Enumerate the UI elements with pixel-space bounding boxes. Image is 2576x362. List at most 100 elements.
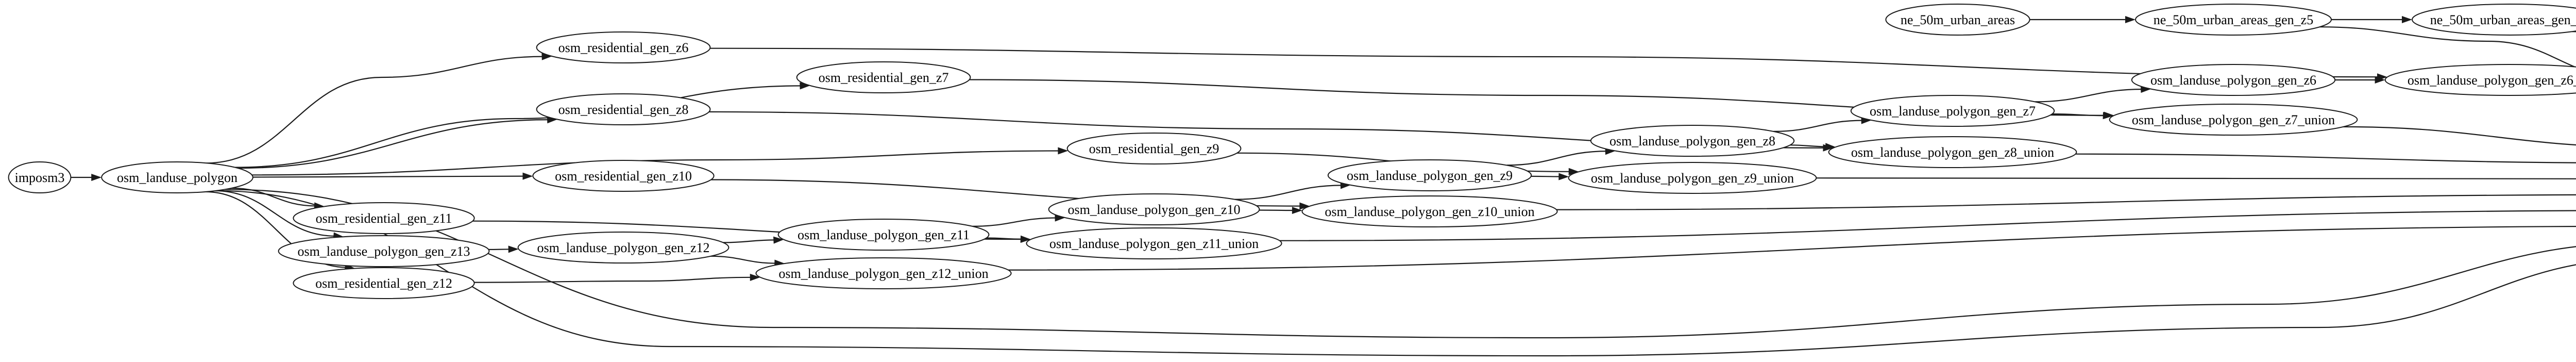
node-label-ne_50m_urban_areas: ne_50m_urban_areas [1901, 12, 2015, 27]
node-label-osm_landuse_polygon_gen_z12: osm_landuse_polygon_gen_z12 [537, 240, 709, 255]
node-label-osm_landuse_polygon_gen_z7: osm_landuse_polygon_gen_z7 [1870, 104, 2036, 119]
node-osm_residential_gen_z11 [293, 202, 475, 234]
node-osm_landuse_polygon_gen_z11 [777, 219, 990, 251]
node-osm_landuse_polygon_gen_z11_union [1026, 227, 1282, 259]
arrowhead-icon [1299, 202, 1310, 210]
edge-osm_landuse_polygon-to-osm_residential_gen_z10 [252, 175, 525, 178]
arrowhead-icon [522, 172, 533, 180]
arrowhead-icon [2402, 16, 2412, 23]
edge-ne_50m_urban_areas_gen_z5-to-layer_landuse-z5 [2319, 26, 2576, 68]
node-osm_landuse_polygon_gen_z13 [278, 235, 490, 267]
node-osm_landuse_polygon_gen_z9_union [1568, 162, 1817, 194]
node-osm_residential_gen_z6 [536, 31, 711, 63]
edge-osm_landuse_polygon_gen_z9-to-osm_landuse_polygon_gen_z8 [1506, 151, 1607, 166]
edge-osm_landuse_polygon_gen_z10_union-to-layer_landuse-z10 [1556, 194, 2576, 210]
node-osm_landuse_polygon_gen_z12 [517, 232, 730, 264]
arrowhead-icon [750, 273, 760, 281]
arrowhead-icon [2125, 16, 2136, 23]
node-ne_50m_urban_areas [1885, 4, 2030, 36]
node-osm_residential_gen_z12 [293, 267, 475, 299]
node-label-osm_landuse_polygon_gen_z7_union: osm_landuse_polygon_gen_z7_union [2132, 112, 2335, 127]
edge-osm_residential_gen_z6-to-osm_landuse_polygon_gen_z6_union [710, 47, 2379, 78]
edge-osm_landuse_polygon-to-layer_landuse-z13 [225, 189, 2576, 339]
node-label-osm_residential_gen_z8: osm_residential_gen_z8 [558, 102, 689, 117]
node-osm_residential_gen_z7 [796, 61, 971, 93]
node-osm_residential_gen_z8 [536, 93, 711, 125]
node-label-osm_landuse_polygon_gen_z10: osm_landuse_polygon_gen_z10 [1067, 202, 1240, 217]
arrowhead-icon [1292, 207, 1302, 215]
node-osm_landuse_polygon_gen_z12_union [755, 257, 1012, 289]
edge-osm_residential_gen_z12-to-osm_landuse_polygon_gen_z12_union [474, 276, 752, 283]
edge-osm_landuse_polygon-to-osm_residential_gen_z9 [251, 150, 1060, 176]
node-osm_landuse_polygon_gen_z6 [2131, 64, 2336, 96]
arrowhead-icon [1020, 236, 1031, 243]
node-osm_landuse_polygon_gen_z8_union [1828, 136, 2077, 168]
node-label-ne_50m_urban_areas_gen_z5: ne_50m_urban_areas_gen_z5 [2154, 12, 2313, 27]
node-label-osm_landuse_polygon_gen_z10_union: osm_landuse_polygon_gen_z10_union [1325, 204, 1534, 219]
edge-osm_landuse_polygon_gen_z8_union-to-layer_landuse-z8 [2075, 153, 2576, 163]
node-label-osm_residential_gen_z9: osm_residential_gen_z9 [1089, 141, 1219, 156]
edge-osm_landuse_polygon_gen_z11-to-osm_landuse_polygon_gen_z10 [972, 217, 1057, 227]
arrowhead-icon [1558, 173, 1569, 180]
edge-osm_landuse_polygon_gen_z7-to-osm_landuse_polygon_gen_z6 [2035, 88, 2143, 103]
node-osm_residential_gen_z10 [532, 160, 715, 192]
arrowhead-icon [800, 82, 810, 90]
node-imposm3 [8, 161, 72, 193]
node-osm_landuse_polygon_gen_z6_union [2384, 64, 2576, 96]
node-label-osm_landuse_polygon_gen_z9: osm_landuse_polygon_gen_z9 [1347, 168, 1513, 183]
node-osm_landuse_polygon_gen_z7 [1850, 95, 2055, 127]
arrowhead-icon [541, 53, 552, 60]
node-label-osm_landuse_polygon_gen_z11_union: osm_landuse_polygon_gen_z11_union [1049, 236, 1259, 251]
node-label-osm_landuse_polygon_gen_z12_union: osm_landuse_polygon_gen_z12_union [778, 266, 988, 281]
arrowhead-icon [508, 245, 519, 253]
edge-osm_landuse_polygon_gen_z10-to-osm_landuse_polygon_gen_z9 [1234, 185, 1343, 200]
node-osm_landuse_polygon [101, 161, 253, 193]
node-label-osm_landuse_polygon: osm_landuse_polygon [117, 170, 238, 185]
edge-osm_landuse_polygon-to-layer_landuse-z14+ [216, 190, 2576, 357]
node-label-osm_residential_gen_z12: osm_residential_gen_z12 [315, 276, 452, 291]
node-label-osm_residential_gen_z7: osm_residential_gen_z7 [819, 70, 949, 85]
node-osm_residential_gen_z9 [1066, 133, 1242, 164]
edge-osm_landuse_polygon_gen_z7_union-to-layer_landuse-z7 [2343, 126, 2576, 146]
edge-osm_landuse_polygon-to-osm_landuse_polygon_gen_z13 [214, 190, 336, 237]
node-osm_landuse_polygon_gen_z9 [1327, 159, 1532, 191]
node-osm_landuse_polygon_gen_z10 [1048, 193, 1260, 225]
edge-osm_landuse_polygon-to-osm_residential_gen_z6 [206, 56, 544, 164]
arrowhead-icon [1058, 147, 1069, 155]
node-label-ne_50m_urban_areas_gen_z4: ne_50m_urban_areas_gen_z4 [2430, 12, 2576, 27]
edge-osm_landuse_polygon_gen_z12-to-osm_landuse_polygon_gen_z12_union [710, 255, 777, 264]
edge-osm_landuse_polygon-to-osm_residential_gen_z8 [238, 119, 550, 169]
node-label-osm_landuse_polygon_gen_z11: osm_landuse_polygon_gen_z11 [798, 227, 970, 242]
node-label-imposm3: imposm3 [15, 170, 65, 185]
node-label-osm_landuse_polygon_gen_z6: osm_landuse_polygon_gen_z6 [2150, 73, 2316, 88]
arrowhead-icon [773, 236, 784, 244]
node-osm_landuse_polygon_gen_z8 [1590, 125, 1795, 157]
node-label-osm_landuse_polygon_gen_z8: osm_landuse_polygon_gen_z8 [1609, 134, 1775, 149]
node-ne_50m_urban_areas_gen_z4 [2412, 4, 2576, 36]
node-osm_landuse_polygon_gen_z10_union [1301, 195, 1558, 227]
edge-osm_landuse_polygon-to-osm_residential_gen_z7 [234, 85, 802, 168]
node-label-osm_residential_gen_z11: osm_residential_gen_z11 [316, 211, 452, 226]
edge-osm_landuse_polygon_gen_z8-to-osm_landuse_polygon_gen_z8_union [1790, 144, 1828, 147]
arrowhead-icon [91, 174, 102, 181]
node-label-osm_landuse_polygon_gen_z9_union: osm_landuse_polygon_gen_z9_union [1591, 171, 1794, 186]
edge-osm_landuse_polygon_gen_z13-to-osm_landuse_polygon_gen_z12 [488, 249, 511, 250]
edge-osm_landuse_polygon-to-osm_residential_gen_z11 [231, 187, 317, 207]
arrowhead-icon [1568, 168, 1579, 175]
edge-osm_landuse_polygon_gen_z12-to-osm_landuse_polygon_gen_z11 [723, 239, 776, 243]
arrowhead-icon [2104, 111, 2114, 119]
node-label-osm_residential_gen_z10: osm_residential_gen_z10 [555, 169, 692, 184]
node-osm_landuse_polygon_gen_z7_union [2109, 104, 2358, 136]
node-ne_50m_urban_areas_gen_z5 [2135, 4, 2332, 36]
edge-osm_landuse_polygon_gen_z10-to-osm_landuse_polygon_gen_z10_union [1259, 209, 1294, 211]
node-label-osm_landuse_polygon_gen_z8_union: osm_landuse_polygon_gen_z8_union [1851, 145, 2054, 160]
node-label-osm_residential_gen_z6: osm_residential_gen_z6 [558, 40, 689, 55]
edge-osm_landuse_polygon_gen_z8-to-osm_landuse_polygon_gen_z7 [1773, 120, 1863, 132]
edge-osm_landuse_polygon_gen_z11_union-to-layer_landuse-z11 [1279, 210, 2576, 241]
edge-osm_landuse_polygon_gen_z9_union-to-layer_landuse-z9 [1816, 177, 2576, 179]
arrowhead-icon [2377, 73, 2387, 81]
arrowhead-icon [1823, 144, 1834, 152]
node-label-osm_landuse_polygon_gen_z13: osm_landuse_polygon_gen_z13 [297, 244, 470, 259]
